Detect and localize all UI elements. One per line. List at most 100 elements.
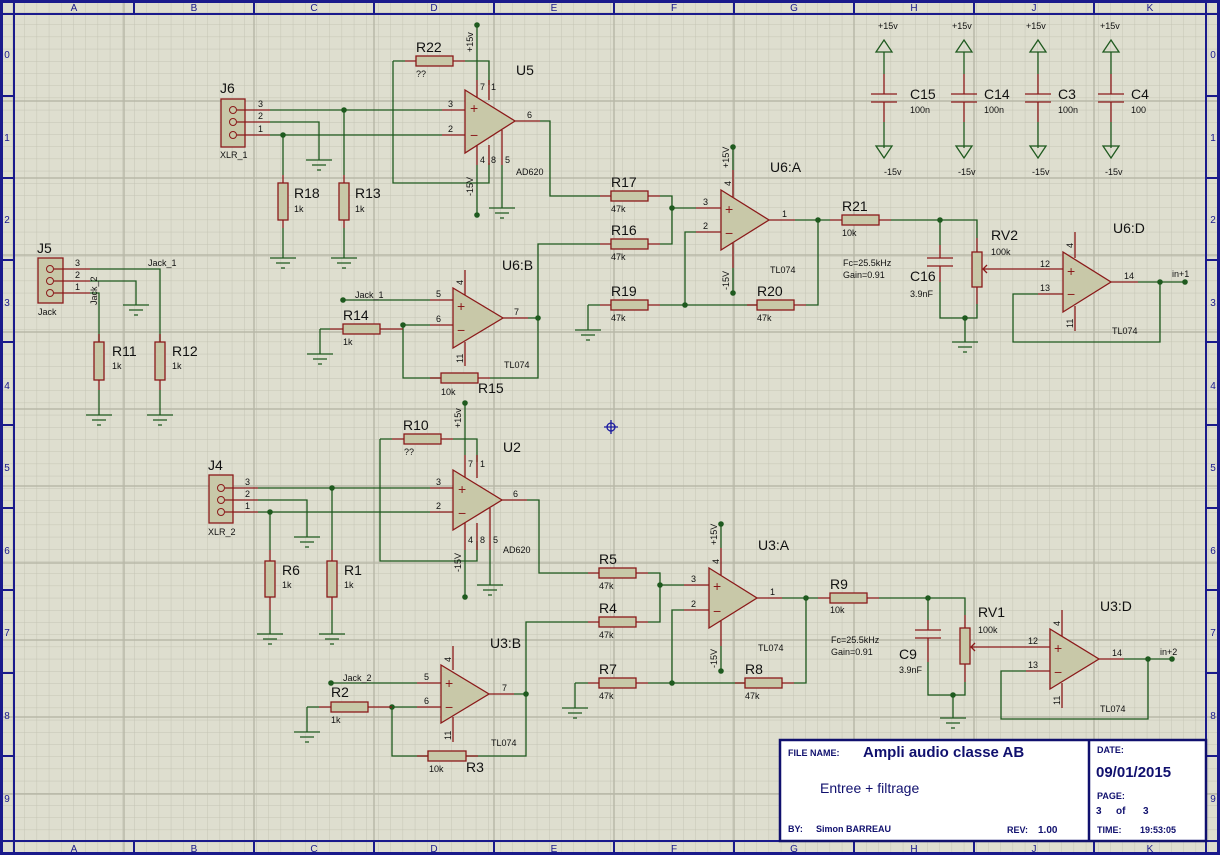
ground-symbol	[270, 257, 296, 269]
row-label-6-right: 6	[1210, 546, 1216, 557]
u6d-pin12: 12	[1040, 259, 1050, 269]
row-label-6: 6	[4, 546, 10, 557]
minus-icon: −	[470, 127, 478, 143]
output-net-label-1[interactable]: in+1	[1172, 269, 1189, 279]
opamp-u5[interactable]: U5 + − 3 2 6 7 1 4 8 5 AD620	[442, 62, 544, 177]
u3a-ref: U3:A	[758, 537, 790, 553]
j6-pin1-label: 1	[258, 124, 263, 134]
capacitor-c16[interactable]: C16 3.9nF	[910, 245, 953, 299]
resistor-r9[interactable]: R9 10k	[818, 576, 879, 615]
resistor-r12[interactable]: R12 1k	[154, 334, 198, 390]
col-label-d: D	[430, 3, 437, 14]
resistor-r17[interactable]: R17 47k	[600, 174, 660, 214]
u3a-pin4: 4	[711, 559, 721, 564]
connector-j4[interactable]: J4 3 2 1 XLR_2	[208, 457, 258, 537]
opamp-u3b[interactable]: U3:B + − 5 6 7 4 11 TL074	[417, 635, 521, 748]
resistor-r6[interactable]: R6 1k	[264, 550, 300, 610]
row-label-4: 4	[4, 381, 10, 392]
u3d-value: TL074	[1100, 704, 1126, 714]
resistor-r1[interactable]: R1 1k	[326, 550, 362, 610]
capacitor-c9[interactable]: C9 3.9nF	[899, 620, 941, 675]
j4-pin2-label: 2	[245, 489, 250, 499]
potentiometer-rv2[interactable]: RV2 100k	[971, 227, 1038, 304]
j4-value: XLR_2	[208, 527, 236, 537]
connector-j6[interactable]: J6 3 2 1 XLR_1	[220, 80, 270, 160]
u2-pin6: 6	[513, 489, 518, 499]
resistor-r10[interactable]: R10 ??	[392, 417, 453, 457]
u5-pin8: 8	[491, 155, 496, 165]
j6-pin2-label: 2	[258, 111, 263, 121]
u5-pin2: 2	[448, 124, 453, 134]
r15-value: 10k	[441, 387, 456, 397]
connector-j5[interactable]: J5 3 2 1 Jack	[37, 240, 90, 317]
u3b-pin7: 7	[502, 683, 507, 693]
j6-pin3-hole	[229, 106, 237, 114]
resistor-r5[interactable]: R5 47k	[588, 551, 648, 591]
c3-ref: C3	[1058, 86, 1076, 102]
page-of-label: of	[1116, 806, 1126, 817]
u6a-pin4: 4	[723, 181, 733, 186]
r6-ref: R6	[282, 562, 300, 578]
row-label-0-right: 0	[1210, 50, 1216, 61]
resistor-r21[interactable]: R21 10k	[830, 198, 891, 238]
rev-value: 1.00	[1038, 825, 1058, 836]
u6a-value: TL074	[770, 265, 796, 275]
r15-ref: R15	[478, 380, 504, 396]
r3-value: 10k	[429, 764, 444, 774]
decoupling-c14[interactable]: +15v C14 100n -15v	[951, 21, 1010, 177]
opamp-u6b[interactable]: U6:B + − 5 6 7 4 11 TL074	[430, 257, 533, 370]
resistor-r16[interactable]: R16 47k	[600, 222, 660, 262]
resistor-r18[interactable]: R18 1k	[277, 175, 320, 228]
resistor-r7[interactable]: R7 47k	[588, 661, 648, 701]
opamp-u6a[interactable]: U6:A + − 3 2 1 4 TL074	[696, 159, 802, 275]
resistor-r19[interactable]: R19 47k	[600, 283, 660, 323]
r6-value: 1k	[282, 580, 292, 590]
resistor-r3[interactable]: R3 10k	[417, 750, 484, 775]
u5-pin3: 3	[448, 99, 453, 109]
u3d-pin12: 12	[1028, 636, 1038, 646]
resistor-r15[interactable]: R15 10k	[430, 372, 504, 397]
opamp-u2[interactable]: U2 + − 3 2 6 7 1 4 8 5 AD620	[430, 439, 531, 555]
u6a-pin1: 1	[782, 209, 787, 219]
ground-symbol	[575, 329, 601, 341]
r5-ref: R5	[599, 551, 617, 567]
r3-ref: R3	[466, 759, 484, 775]
decoupling-c4[interactable]: +15v C4 100 -15v	[1098, 21, 1149, 177]
row-label-0: 0	[4, 50, 10, 61]
output-net-label-2[interactable]: in+2	[1160, 647, 1177, 657]
decoupling-c3[interactable]: +15v C3 100n -15v	[1025, 21, 1078, 177]
plus-icon: +	[470, 100, 478, 116]
c4-value: 100	[1131, 105, 1146, 115]
file-name: Ampli audio classe AB	[863, 744, 1024, 761]
filter2-fc: Fc=25.5kHz	[831, 635, 880, 645]
r17-value: 47k	[611, 204, 626, 214]
u3b-ref: U3:B	[490, 635, 521, 651]
resistor-r4[interactable]: R4 47k	[588, 600, 648, 640]
resistor-r8[interactable]: R8 47k	[735, 661, 794, 701]
resistor-r22[interactable]: R22 ??	[405, 39, 465, 79]
power-arrow-icon	[874, 145, 894, 160]
resistor-r13[interactable]: R13 1k	[338, 175, 381, 228]
opamp-u6d[interactable]: U6:D + − 12 13 14 4 11 TL074	[1038, 220, 1145, 336]
minus-icon: −	[457, 322, 465, 338]
col-label-b-bottom: B	[191, 844, 198, 855]
opamp-u3d[interactable]: U3:D + − 12 13 14 4 11 TL074	[1026, 598, 1132, 714]
row-label-5-right: 5	[1210, 463, 1216, 474]
resistor-r2[interactable]: R2 1k	[319, 684, 392, 725]
c14-value: 100n	[984, 105, 1004, 115]
c9-ref: C9	[899, 646, 917, 662]
decoupling-c15[interactable]: +15v C15 100n -15v	[871, 21, 936, 177]
potentiometer-rv1[interactable]: RV1 100k	[959, 604, 1026, 682]
col-label-g: G	[790, 3, 798, 14]
j5-pin1-label: 1	[75, 282, 80, 292]
net-label-jack2: Jack_2	[89, 276, 99, 305]
col-label-b: B	[191, 3, 198, 14]
opamp-u3a[interactable]: U3:A + − 3 2 1 4 TL074	[684, 537, 790, 653]
resistor-r11[interactable]: R11 1k	[93, 334, 137, 390]
resistor-r20[interactable]: R20 47k	[747, 283, 806, 323]
u2-ref: U2	[503, 439, 521, 455]
col-label-a-bottom: A	[71, 844, 78, 855]
resistor-r14[interactable]: R14 1k	[330, 307, 403, 347]
